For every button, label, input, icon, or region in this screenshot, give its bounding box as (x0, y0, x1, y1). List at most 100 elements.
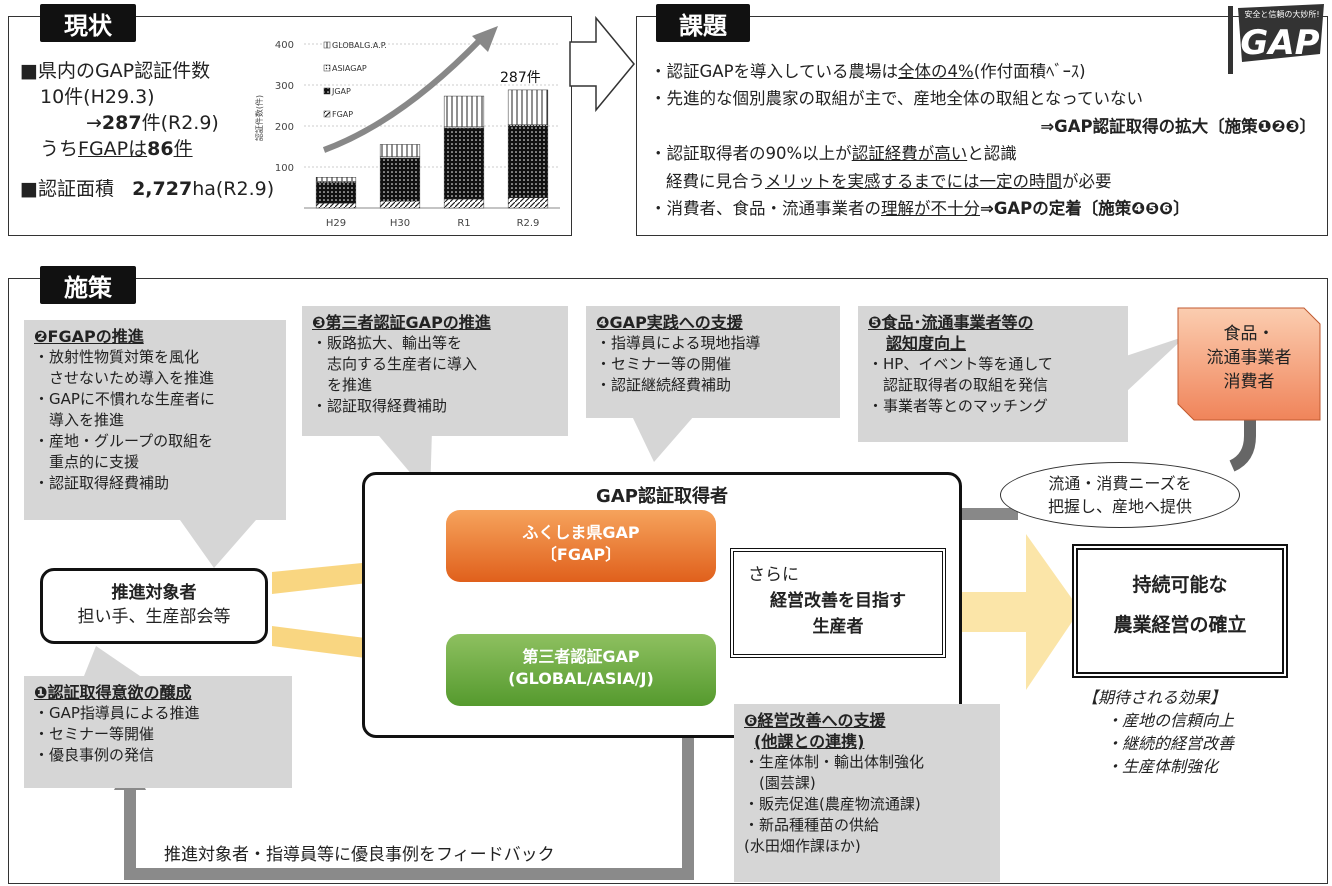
issue-line-6: ・消費者、食品・流通事業者の理解が不十分⇒GAPの定着〔施策❹❺❻〕 (650, 199, 1190, 219)
chart-legend-swatch (323, 110, 331, 118)
effects-title: 【期待される効果】 (1082, 688, 1227, 707)
issue-line-4: ・認証取得者の90%以上が認証経費が高いと認識 (650, 144, 1017, 164)
measure-3-callout: ❸第三者認証GAPの推進 ・販路拡大、輸出等を 志向する生産者に導入 を推進 ・… (302, 306, 568, 436)
measure-4-callout: ❹GAP実践への支援 ・指導員による現地指導 ・セミナー等の開催 ・認証継続経費… (586, 306, 840, 418)
chart-ytick-label: 400 (275, 40, 294, 51)
measure-1-line: ・優良事例の発信 (34, 746, 155, 764)
issues-tab: 課題 (656, 4, 750, 42)
trend-arrow (322, 37, 483, 153)
measure-4-line: ・認証継続経費補助 (596, 376, 732, 394)
measure-3-title: ❸第三者認証GAPの推進 (312, 313, 491, 332)
chart-xtick-label: H30 (390, 218, 410, 229)
needs-line-1: 流通・消費ニーズを (1048, 474, 1192, 493)
gap-count-title: ■県内のGAP認証件数 (20, 60, 211, 82)
effects-item: ・生産体制強化 (1106, 757, 1219, 776)
fgap-box: ふくしま県GAP 〔FGAP〕 (446, 510, 716, 582)
measure-6-line: ・販売促進(農産物流通課) (744, 795, 921, 813)
measure-5-callout: ❺食品･流通事業者等の 認知度向上 ・HP、イベント等を通して 認証取得者の取組… (858, 306, 1128, 442)
chart-bar-segment (507, 125, 549, 198)
chart-ytick-label: 200 (275, 122, 294, 133)
improvement-box: さらに 経営改善を目指す 生産者 (730, 548, 946, 658)
chart-bar-segment (379, 157, 421, 202)
consumer-label-1: 食品・ (1223, 324, 1275, 344)
consumer-label-3: 消費者 (1223, 372, 1275, 392)
effects-item: ・継続的経営改善 (1106, 734, 1235, 753)
measure-4-line: ・セミナー等の開催 (596, 355, 732, 373)
chart-xtick-label: R1 (457, 218, 470, 229)
needs-line-2: 把握し、産地へ提供 (1047, 497, 1192, 516)
target-title: 推進対象者 (111, 583, 197, 603)
measure-5-line: 認証取得者の取組を発信 (868, 376, 1049, 394)
measure-3-line: を推進 (312, 376, 373, 394)
issue-conclusion-1: ⇒GAP認証取得の拡大〔施策❶❷❸〕 (1040, 116, 1316, 136)
measure-2-title: ❷FGAPの推進 (34, 327, 144, 346)
measure-6-line: ・生産体制・輸出体制強化 (744, 753, 925, 771)
gap-logo-sub: 安全と信頼の大妙所! (1244, 9, 1319, 19)
measure-3-line: 志向する生産者に導入 (312, 355, 478, 373)
fgap-label-2: 〔FGAP〕 (540, 545, 622, 564)
measure-6-title: ❻経営改善への支援 (744, 711, 886, 730)
goal-line-1: 持続可能な (1132, 574, 1228, 596)
measure-2-line: ・GAPに不慣れな生産者に (34, 390, 215, 408)
issues-text: ・認証GAPを導入している農場は全体の4%(作付面積ﾍﾞｰｽ) ・先進的な個別農… (650, 58, 1316, 222)
goal-line-2: 農業経営の確立 (1113, 614, 1247, 636)
consumer-label-2: 流通事業者 (1206, 348, 1292, 368)
measure-5-title-2: 認知度向上 (886, 334, 967, 353)
issue-line-2: ・先進的な個別農家の取組が主で、産地全体の取組となっていない (650, 89, 1144, 109)
measure-5-title: ❺食品･流通事業者等の (868, 313, 1034, 332)
measure-1-line: ・GAP指導員による推進 (34, 704, 200, 722)
chart-bar-segment (443, 95, 485, 128)
measure-5-line: ・HP、イベント等を通して (868, 355, 1053, 373)
measure-6-callout: ❻経営改善への支援 (他課との連携) ・生産体制・輸出体制強化 (園芸課) ・販… (734, 704, 1000, 882)
chart-bar-segment (507, 89, 549, 126)
area-line: ■認証面積 2,727ha(R2.9) (20, 178, 275, 200)
status-tab: 現状 (40, 4, 136, 42)
chart-xtick-label: H29 (326, 218, 346, 229)
target-box: 推進対象者 担い手、生産部会等 (40, 568, 268, 644)
status-text: ■県内のGAP認証件数 10件(H29.3) →287件(R2.9) うちFGA… (20, 58, 274, 202)
chart-bar-segment (315, 177, 357, 182)
expected-effects: 【期待される効果】 ・産地の信頼向上 ・継続的経営改善 ・生産体制強化 (1082, 686, 1234, 778)
measures-tab: 施策 (40, 266, 136, 304)
chart-bar-segment (379, 144, 421, 157)
fgap-label-1: ふくしま県GAP (522, 523, 640, 542)
trend-arrow-head (472, 26, 498, 52)
measure-1-line: ・セミナー等開催 (34, 725, 155, 743)
chart-ytick-label: 100 (275, 163, 294, 174)
measure-2-line: 導入を推進 (34, 411, 125, 429)
gap-count-2020: →287件(R2.9) (86, 112, 219, 134)
chart-legend-label: ASIAGAP (332, 64, 367, 73)
chart-legend-swatch (323, 64, 331, 72)
issues-panel (636, 16, 1328, 236)
chart-legend-label: FGAP (332, 110, 353, 119)
third-party-label-2: (GLOBAL/ASIA/J) (508, 669, 654, 688)
needs-ellipse: 流通・消費ニーズを 把握し、産地へ提供 (1000, 462, 1240, 528)
gap-logo-text: GAP (1240, 23, 1319, 63)
chart-legend-swatch (323, 87, 331, 95)
measure-2-line: 重点的に支援 (34, 453, 140, 471)
chart-annotation: 287件 (500, 70, 541, 86)
improve-line-2: 経営改善を目指す (770, 591, 906, 611)
issue-line-1: ・認証GAPを導入している農場は全体の4%(作付面積ﾍﾞｰｽ) (650, 62, 1086, 81)
status-to-issues-arrow (569, 15, 635, 113)
consumer-label: 食品・ 流通事業者 消費者 (1176, 322, 1322, 394)
measure-2-line: ・産地・グループの取組を (34, 432, 214, 450)
measure-6-title-2: (他課との連携) (754, 732, 865, 751)
chart-legend-label: JGAP (331, 87, 351, 96)
effects-item: ・産地の信頼向上 (1106, 711, 1235, 730)
measure-2-line: ・認証取得経費補助 (34, 474, 170, 492)
measure-5-line: ・事業者等とのマッチング (868, 397, 1048, 415)
chart-ytick-label: 300 (275, 81, 294, 92)
consumer-box (1177, 307, 1321, 421)
third-party-gap-box: 第三者認証GAP (GLOBAL/ASIA/J) (446, 634, 716, 706)
measure-6-line: (園芸課) (744, 774, 816, 792)
chart-xtick-label: R2.9 (517, 218, 540, 229)
feedback-label: 推進対象者・指導員等に優良事例をフィードバック (164, 845, 555, 865)
measure-1-callout: ❶認証取得意欲の醸成 ・GAP指導員による推進 ・セミナー等開催 ・優良事例の発… (24, 676, 292, 788)
chart-legend-label: GLOBALG.A.P. (332, 41, 387, 50)
measure-4-title: ❹GAP実践への支援 (596, 313, 743, 332)
measure-3-line: ・認証取得経費補助 (312, 397, 448, 415)
chart-legend-swatch (323, 41, 331, 49)
improve-line-1: さらに (748, 565, 799, 585)
